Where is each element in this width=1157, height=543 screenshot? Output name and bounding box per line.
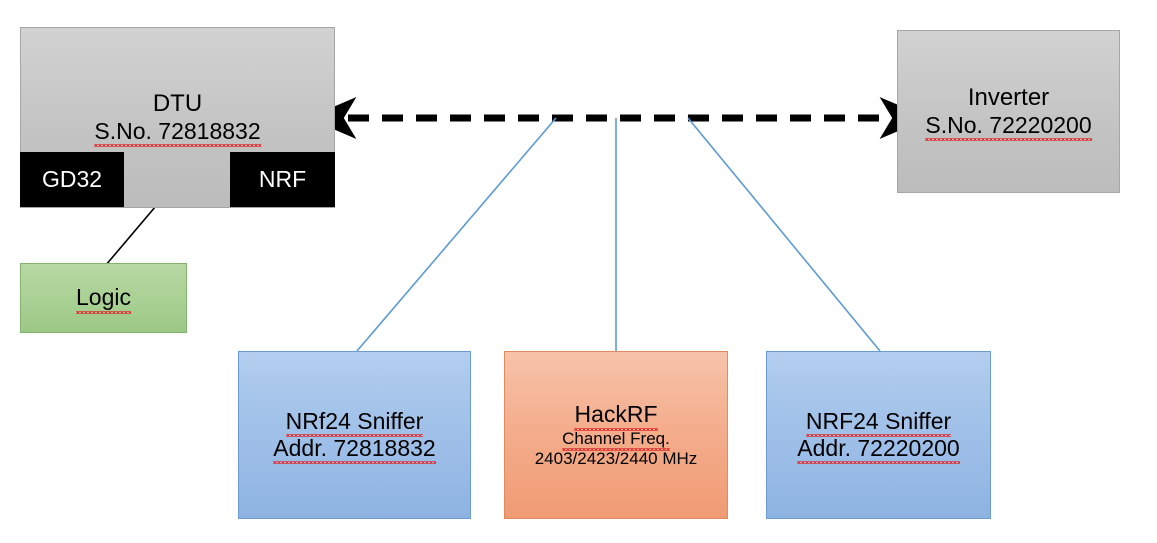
inverter-serial: S.No. 72220200 [925,112,1092,142]
sniffer-left-address-text: Addr. 72818832 [273,435,437,465]
node-inverter[interactable]: Inverter S.No. 72220200 [897,30,1120,193]
hackrf-subtitle-text: Channel Freq. [562,428,670,451]
sniffer-left-label: NRf24 Sniffer [285,407,424,438]
node-logic[interactable]: Logic [20,263,187,333]
connector-sniffer-right-tap [687,117,881,352]
node-gd32[interactable]: GD32 [20,152,124,207]
connector-sniffer-left-tap [356,117,557,352]
sniffer-left-label-text: NRf24 Sniffer [285,407,424,438]
sniffer-right-address-text: Addr. 72220200 [797,435,961,465]
hackrf-subtitle: Channel Freq. [562,428,670,451]
node-hackrf[interactable]: HackRF Channel Freq. 2403/2423/2440 MHz [504,351,728,519]
sniffer-right-label: NRF24 Sniffer [805,407,952,438]
nrf-label: NRF [258,165,307,192]
dtu-serial: S.No. 72818832 [94,118,261,148]
inverter-serial-text: S.No. 72220200 [925,112,1092,142]
logic-label-text: Logic [76,284,131,314]
sniffer-right-address: Addr. 72220200 [797,435,961,465]
dtu-serial-text: S.No. 72818832 [94,118,261,148]
dtu-label: DTU [152,89,203,117]
node-sniffer-right[interactable]: NRF24 Sniffer Addr. 72220200 [766,351,991,519]
hackrf-label: HackRF [574,401,658,431]
hackrf-label-text: HackRF [574,401,658,431]
logic-label: Logic [76,284,131,314]
sniffer-left-address: Addr. 72818832 [273,435,437,465]
inverter-label: Inverter [967,83,1050,111]
gd32-label: GD32 [41,165,103,192]
node-nrf[interactable]: NRF [230,152,335,207]
hackrf-frequencies: 2403/2423/2440 MHz [534,448,698,468]
node-sniffer-left[interactable]: NRf24 Sniffer Addr. 72818832 [238,351,471,519]
sniffer-right-label-text: NRF24 Sniffer [805,407,952,438]
